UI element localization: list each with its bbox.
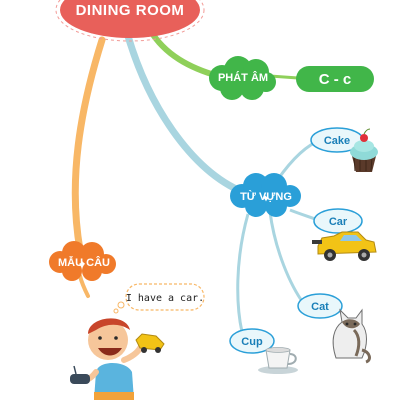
branch-to-pronunciation: [147, 27, 221, 79]
vocab-word-cup: Cup: [229, 328, 275, 354]
vocab-word-car-text: Car: [329, 216, 348, 228]
toy-car-icon: [312, 231, 377, 261]
sentence-pattern-label: MẪU CÂU: [58, 256, 110, 269]
branch-to-sentence: [71, 36, 106, 254]
line-vocab-cup: [236, 213, 250, 333]
pronunciation-value: C - c: [319, 71, 352, 88]
line-pronunciation-value: [269, 74, 299, 80]
branch-sentence-tail: [78, 274, 90, 298]
vocab-word-cake-text: Cake: [324, 135, 350, 147]
vocab-word-cup-text: Cup: [241, 336, 263, 348]
line-vocab-cat: [268, 211, 306, 305]
sentence-pattern-node: MẪU CÂU: [49, 241, 116, 281]
pronunciation-node: PHÁT ÂM: [209, 56, 276, 100]
example-sentence: I have a car.: [126, 293, 204, 304]
vocab-word-cat: Cat: [297, 293, 343, 319]
pronunciation-label: PHÁT ÂM: [218, 71, 268, 84]
cup-icon: [258, 347, 298, 374]
cat-icon: [332, 308, 371, 364]
pronunciation-value-node: C - c: [296, 66, 374, 92]
speech-bubble: I have a car.: [113, 283, 205, 314]
vocabulary-label: TỪ VỰNG: [240, 190, 292, 203]
title-text: DINING ROOM: [76, 2, 185, 19]
vocabulary-node: TỪ VỰNG: [230, 173, 301, 217]
vocab-word-car: Car: [313, 208, 363, 234]
vocab-word-cake: Cake: [310, 127, 364, 153]
cupcake-icon: [350, 128, 378, 172]
boy-with-toy-car-icon: [70, 318, 165, 400]
title-node: DINING ROOM: [55, 0, 205, 42]
vocab-word-cat-text: Cat: [311, 301, 329, 313]
branch-to-vocabulary: [124, 32, 252, 198]
